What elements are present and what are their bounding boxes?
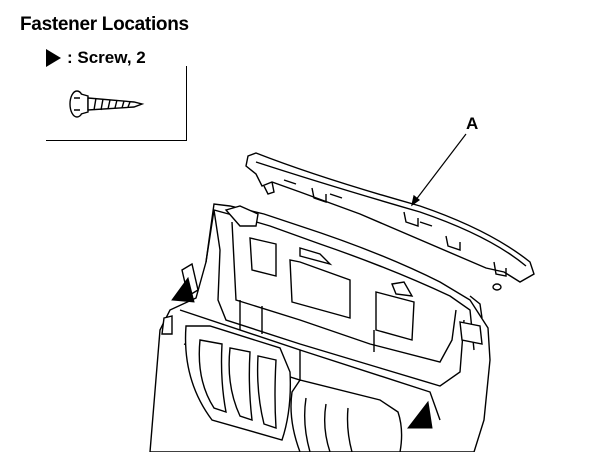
legend-label: : Screw, 2 [67, 48, 146, 67]
legend-frame [46, 66, 187, 141]
fastener-legend: : Screw, 2 [46, 48, 146, 68]
triangle-marker-icon [46, 49, 61, 67]
screw-location-markers [171, 276, 433, 429]
page-title: Fastener Locations [20, 14, 189, 35]
screw-marker-left-icon [171, 276, 195, 303]
air-vent-left [184, 325, 291, 441]
trim-panel-a [245, 152, 535, 291]
callout-label-a: A [466, 114, 479, 133]
screw-marker-right-icon [406, 400, 433, 429]
leader-line-a [411, 133, 467, 207]
screw-icon [69, 90, 145, 118]
